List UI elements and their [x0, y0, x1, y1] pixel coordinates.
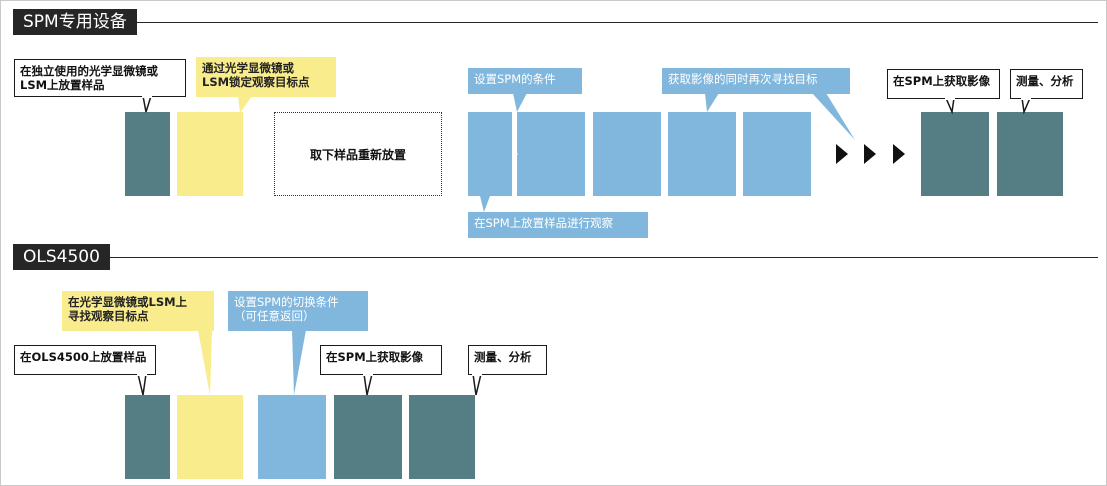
- pointer-measure-analyze: [1021, 97, 1032, 115]
- step-block-spm-setup-1: [468, 112, 512, 196]
- callout-place-sample: 在独立使用的光学显微镜或 LSM上放置样品: [14, 59, 186, 97]
- block-separators-row2: [170, 431, 408, 443]
- ols-step-block-switch: [258, 395, 326, 479]
- ols-pointer-acquire-image: [363, 373, 373, 396]
- step-block-place-sample: [125, 112, 170, 196]
- ols-step-block-acquire-image: [334, 395, 402, 479]
- callout-search-target: 获取影像的同时再次寻找目标: [662, 68, 850, 94]
- pointer-search-target-extended: [812, 93, 855, 140]
- callout-spm-conditions: 设置SPM的条件: [468, 68, 582, 94]
- ols-step-block-place-sample: [125, 395, 170, 479]
- step-remount-sample: 取下样品重新放置: [274, 112, 442, 196]
- pointer-acquire-image: [944, 97, 955, 115]
- section-title-spm: SPM专用设备: [13, 9, 137, 35]
- callout-observe-on-spm: 在SPM上放置样品进行观察: [468, 212, 648, 238]
- pointer-search-target: [705, 93, 719, 112]
- step-block-search-3: [743, 112, 811, 196]
- step-block-measure: [997, 112, 1063, 196]
- ols-pointer-locate-target: [198, 330, 212, 395]
- ols-callout-locate-target: 在光学显微镜或LSM上 寻找观察目标点: [62, 291, 214, 331]
- ols-pointer-measure-analyze: [472, 373, 482, 396]
- callout-measure-analyze: 测量、分析: [1010, 69, 1083, 99]
- pointer-spm-conditions: [513, 93, 527, 112]
- ols-callout-switch-conditions: 设置SPM的切换条件 （可任意返回）: [228, 291, 368, 331]
- step-block-search-1: [593, 112, 661, 196]
- ols-callout-place-sample: 在OLS4500上放置样品: [14, 345, 156, 375]
- ols-step-block-locate-target: [177, 395, 243, 479]
- pointer-locate-target: [238, 96, 252, 113]
- pointer-place-sample: [142, 95, 153, 113]
- step-block-search-2: [668, 112, 736, 196]
- callout-acquire-image: 在SPM上获取影像: [887, 69, 1000, 99]
- ols-callout-acquire-image: 在SPM上获取影像: [320, 345, 442, 375]
- step-block-locate-target: [177, 112, 243, 196]
- ols-pointer-place-sample: [137, 373, 147, 396]
- section-title-ols: OLS4500: [13, 244, 110, 270]
- pointer-observe-on-spm: [480, 196, 490, 212]
- ols-step-block-measure: [409, 395, 475, 479]
- ols-callout-measure-analyze: 测量、分析: [468, 345, 547, 375]
- step-block-spm-setup-2: [517, 112, 585, 196]
- continue-arrows: [836, 144, 905, 164]
- step-block-acquire-image: [921, 112, 989, 196]
- block-separators-row1: [170, 148, 995, 160]
- ols-pointer-switch-conditions: [292, 330, 306, 395]
- callout-locate-target: 通过光学显微镜或 LSM锁定观察目标点: [196, 57, 336, 97]
